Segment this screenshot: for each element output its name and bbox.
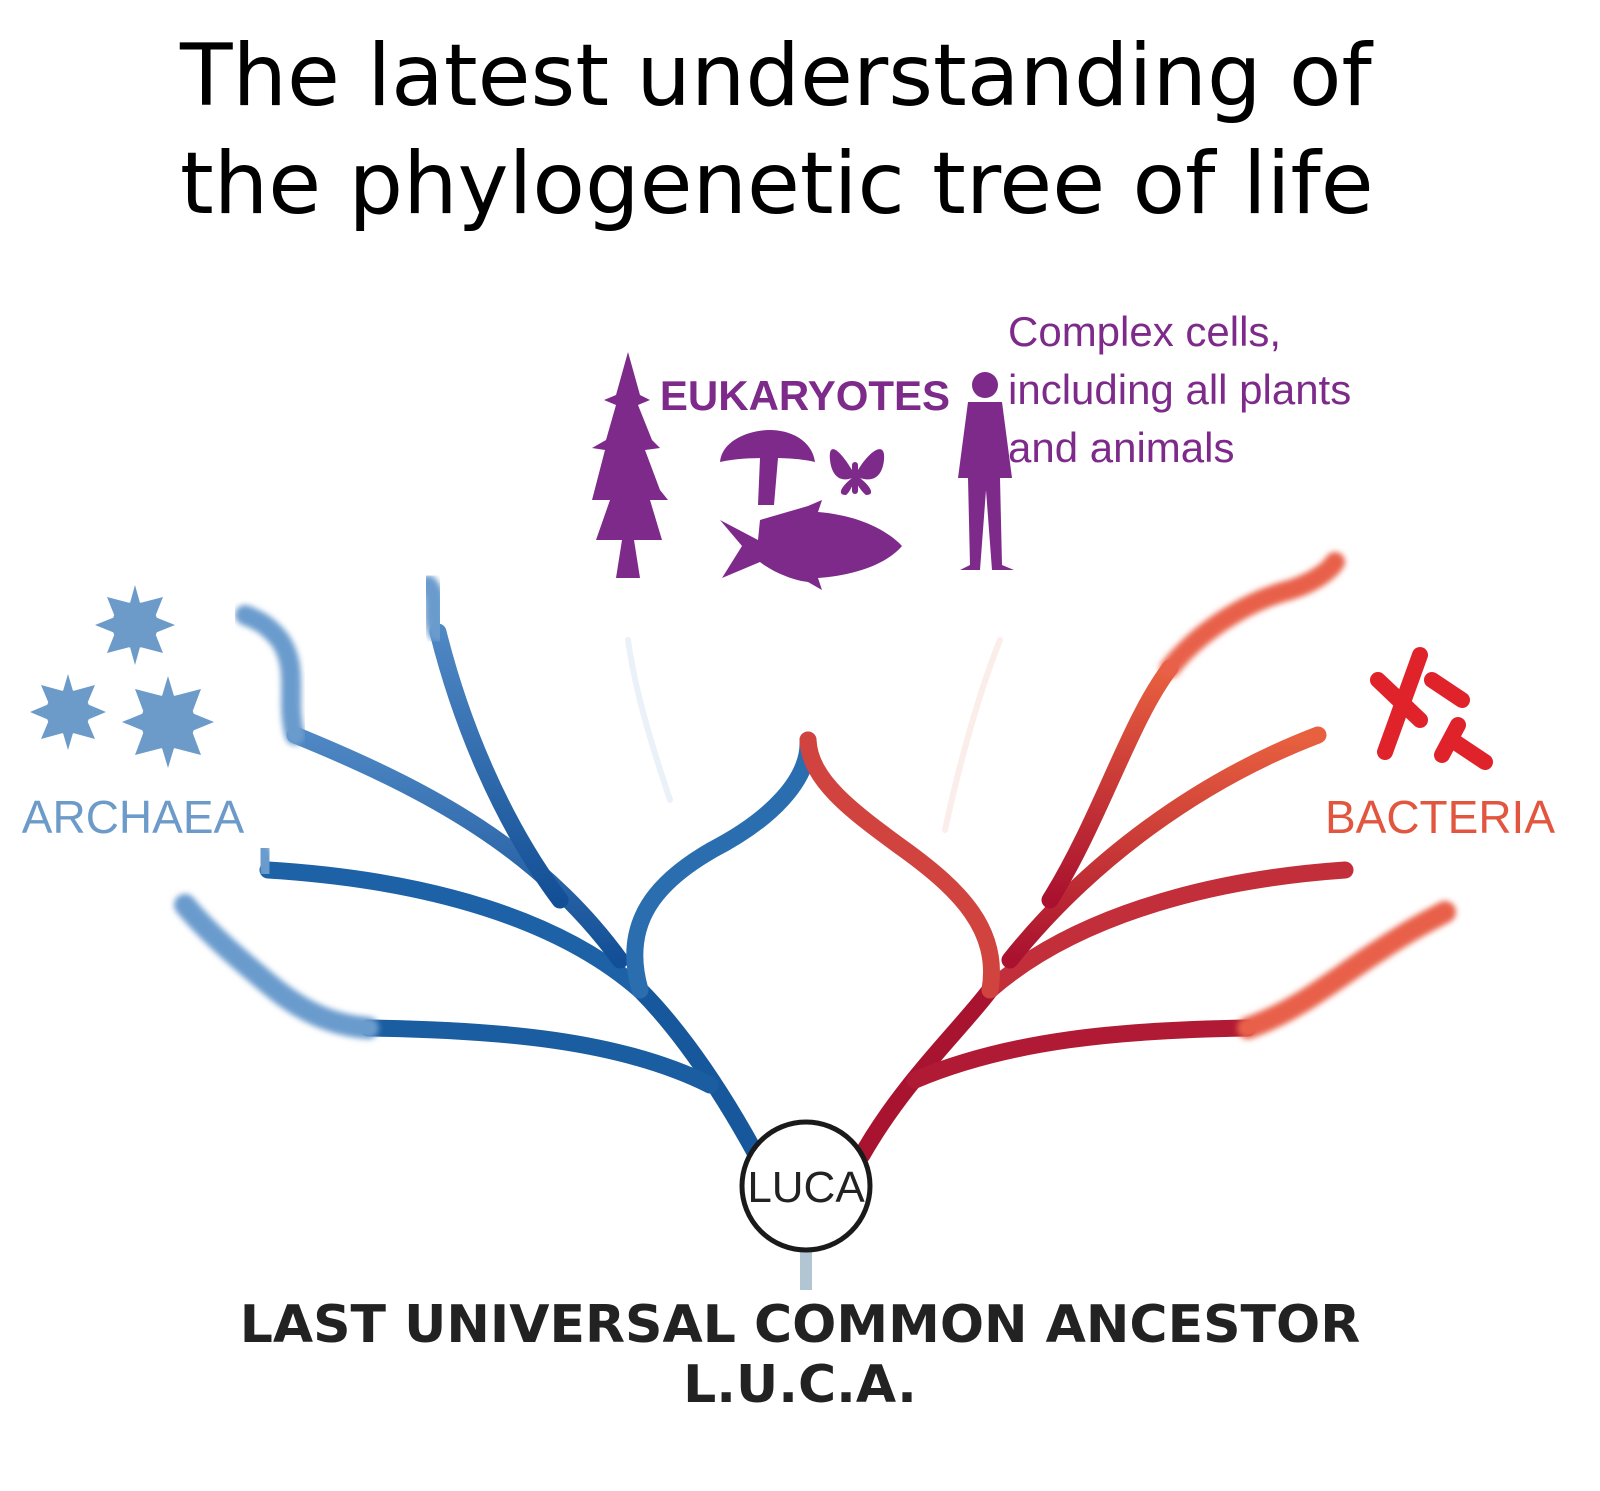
luca-caption-line-2: L.U.C.A. xyxy=(683,1355,917,1415)
bacteria-tip-wavy-bottom xyxy=(1237,901,1456,1039)
archaea-branch-lower xyxy=(259,861,649,999)
eukaryote-icons xyxy=(592,352,1014,590)
page-title: The latest understanding of the phylogen… xyxy=(180,22,1374,238)
bacteria-trunk xyxy=(853,981,999,1164)
bacteria-branch-upper xyxy=(1041,659,1179,909)
archaea-tip-wavy-bottom xyxy=(174,894,379,1039)
luca-caption-line-1: LAST UNIVERSAL COMMON ANCESTOR xyxy=(239,1295,1361,1355)
archaea-branches xyxy=(174,575,817,1167)
archaea-branch-inner xyxy=(626,731,817,999)
luca-node: LUCA xyxy=(739,1119,873,1290)
archaea-tip-wavy-top xyxy=(235,605,305,745)
luca-circle xyxy=(739,1119,873,1253)
bacteria-rod-2 xyxy=(1377,647,1428,760)
luca-root-stub xyxy=(800,1252,812,1290)
archaea-branch-upper xyxy=(429,623,569,909)
bacteria-rod-5 xyxy=(1444,732,1493,770)
archaea-trunk xyxy=(631,981,767,1167)
archaea-cell-top xyxy=(95,585,175,665)
eukaryotes-label: EUKARYOTES xyxy=(660,372,950,419)
bacteria-branch-inner xyxy=(799,731,1000,999)
faded-branches xyxy=(625,637,1003,833)
eukaryotes-description-line-3: and animals xyxy=(1008,424,1234,471)
eukaryotes-description-line-2: including all plants xyxy=(1008,366,1351,413)
bacteria-branches xyxy=(799,552,1456,1164)
archaea-branch-bottom xyxy=(359,1019,719,1094)
mushroom-icon xyxy=(720,430,815,505)
archaea-label: ARCHAEA xyxy=(22,791,245,843)
archaea-branch-middle xyxy=(286,726,629,969)
fish-icon xyxy=(720,500,902,590)
butterfly-icon xyxy=(829,449,885,495)
person-icon xyxy=(958,372,1014,570)
bacteria-rod-3 xyxy=(1424,672,1470,708)
title-line-1: The latest understanding of xyxy=(180,26,1372,126)
eukaryotes-description: Complex cells, including all plants and … xyxy=(1008,308,1351,471)
tree-icon xyxy=(592,352,668,578)
bacteria-branch-bottom xyxy=(906,1019,1257,1089)
archaea-tip-dot xyxy=(252,842,278,880)
faded-branch-right xyxy=(942,637,1003,833)
archaea-cell-right xyxy=(122,676,214,768)
luca-label: LUCA xyxy=(747,1163,865,1212)
bacteria-branch-lower xyxy=(981,861,1354,999)
archaea-cells-icon xyxy=(30,585,214,768)
luca-caption: LAST UNIVERSAL COMMON ANCESTOR L.U.C.A. xyxy=(0,1295,1600,1415)
title-line-2: the phylogenetic tree of life xyxy=(180,134,1374,234)
bacteria-tip-wavy-top xyxy=(1160,552,1345,678)
eukaryotes-description-line-1: Complex cells, xyxy=(1008,308,1281,355)
archaea-cell-left xyxy=(30,674,106,750)
bacteria-label: BACTERIA xyxy=(1325,791,1555,843)
bacteria-branch-middle xyxy=(1001,726,1327,969)
bacteria-rods-icon xyxy=(1370,647,1493,770)
archaea-tip-wavy-upper xyxy=(418,575,448,642)
faded-branch-left xyxy=(625,637,673,803)
